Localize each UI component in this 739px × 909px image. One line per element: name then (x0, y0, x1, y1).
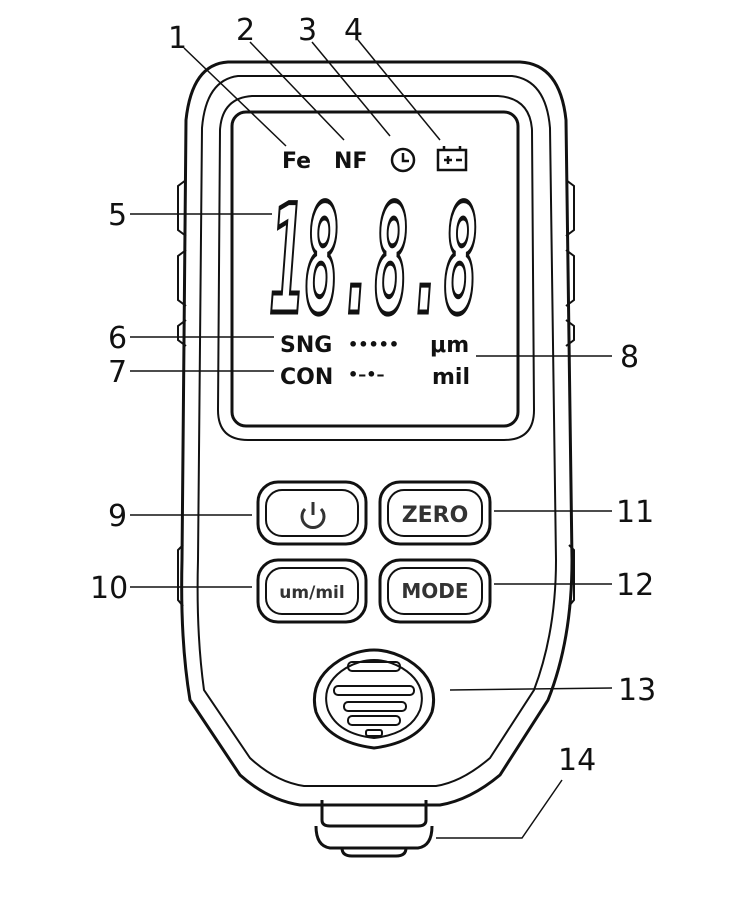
callout-1: 1 (168, 21, 187, 56)
callout-14: 14 (558, 743, 596, 778)
sng-dots: ••••• (348, 335, 399, 354)
leader-lines (130, 39, 613, 839)
con-marks: •–•– (348, 365, 384, 384)
sng-indicator: SNG (280, 333, 332, 358)
callout-6: 6 (108, 321, 127, 356)
measurement-probe (314, 800, 434, 858)
power-icon (300, 502, 326, 529)
callout-5: 5 (108, 198, 127, 233)
zero-button-label: ZERO (402, 503, 469, 528)
clock-icon (390, 147, 416, 173)
mode-button-label: MODE (401, 579, 468, 603)
nf-indicator: NF (334, 149, 367, 174)
callout-3: 3 (298, 13, 317, 48)
device-body-inner (196, 75, 558, 787)
unit-button-label: um/mil (279, 583, 344, 603)
speaker-grille (312, 648, 436, 750)
callout-4: 4 (344, 13, 363, 48)
main-reading-digits: 18.8.8 (270, 174, 478, 348)
side-grips (177, 179, 575, 607)
con-indicator: CON (280, 365, 333, 390)
callout-12: 12 (616, 568, 654, 603)
mode-button[interactable]: MODE (378, 558, 492, 624)
callout-11: 11 (616, 495, 654, 530)
callout-2: 2 (236, 13, 255, 48)
callout-10: 10 (90, 571, 128, 606)
lcd-screen (230, 110, 520, 428)
unit-button[interactable]: um/mil (256, 558, 368, 624)
callout-7: 7 (108, 355, 127, 390)
screen-bezel (216, 95, 536, 441)
zero-button[interactable]: ZERO (378, 480, 492, 546)
callout-8: 8 (620, 340, 639, 375)
um-unit: μm (430, 333, 469, 358)
callout-9: 9 (108, 499, 127, 534)
mil-unit: mil (432, 365, 470, 390)
power-button[interactable] (256, 480, 368, 546)
callout-13: 13 (618, 673, 656, 708)
fe-indicator: Fe (282, 149, 311, 174)
device-body-outer (180, 60, 574, 807)
battery-icon (436, 146, 468, 172)
